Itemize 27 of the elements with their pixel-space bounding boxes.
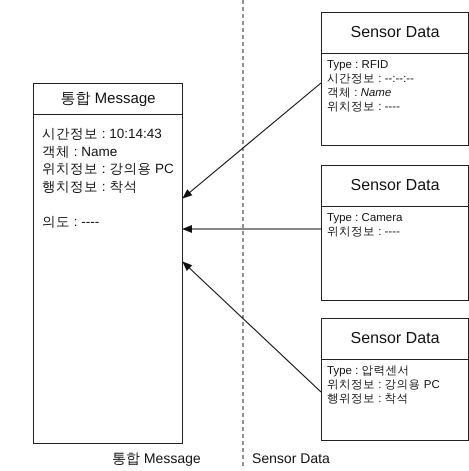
box-title: Sensor Data	[350, 330, 440, 347]
box-title: 통합 Message	[60, 90, 156, 107]
field-text: 위치정보 : 강의용 PC	[42, 160, 174, 178]
record-box	[321, 318, 469, 441]
field-text: Type : RFID	[327, 58, 388, 72]
record-box	[33, 83, 183, 444]
field-text: Type : 압력센서	[327, 364, 410, 378]
field-text: Type : Camera	[327, 211, 402, 225]
record-box	[321, 12, 469, 146]
record-box	[321, 165, 469, 301]
field-text: 행위정보 : 착석	[327, 392, 409, 406]
arrow	[182, 225, 321, 233]
arrow	[182, 261, 322, 392]
section-label: 통합 Message	[112, 450, 201, 468]
arrow	[182, 82, 322, 199]
field-text: 위치정보 : 강의용 PC	[327, 378, 440, 392]
field-text: 객체 : Name	[42, 142, 118, 160]
box-title: Sensor Data	[350, 177, 440, 194]
field-text: 위치정보 : ----	[327, 225, 400, 239]
field-text: 객체 : Name	[327, 86, 392, 100]
field-text: 의도 : ----	[42, 212, 100, 230]
field-text: 시간정보 : 10:14:43	[42, 125, 162, 142]
box-title: Sensor Data	[350, 24, 440, 41]
field-text: 행치정보 : 착석	[42, 178, 138, 195]
field-text: 시간정보 : --:--:--	[327, 72, 414, 86]
field-text: 위치정보 : ----	[327, 100, 400, 114]
section-label: Sensor Data	[252, 450, 330, 466]
